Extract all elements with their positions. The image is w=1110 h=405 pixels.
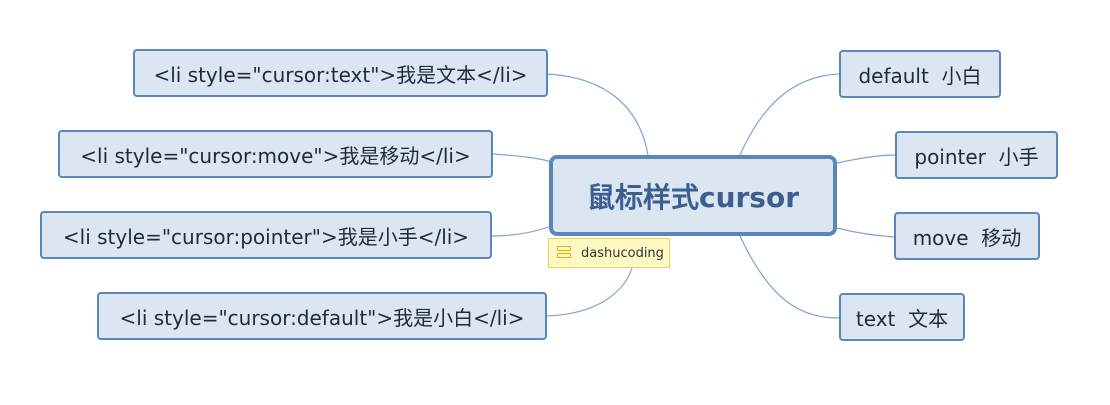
node-label: default 小白 [858,63,982,88]
node-cursor-pointer-li[interactable]: <li style="cursor:pointer">我是小手</li> [40,211,492,259]
link-right-3 [836,227,895,238]
note-badge[interactable]: dashucoding [548,238,670,268]
node-label: text 文本 [855,306,949,331]
node-default[interactable]: default 小白 [839,50,1001,98]
node-label: <li style="cursor:default">我是小白</li> [119,305,525,330]
link-right-2 [836,154,896,164]
node-cursor-text-li[interactable]: <li style="cursor:text">我是文本</li> [133,49,548,97]
root-topic[interactable]: 鼠标样式cursor [549,155,837,236]
note-label: dashucoding [581,245,664,261]
node-label: <li style="cursor:text">我是文本</li> [153,62,528,87]
node-cursor-default-li[interactable]: <li style="cursor:default">我是小白</li> [97,292,547,340]
node-cursor-move-li[interactable]: <li style="cursor:move">我是移动</li> [58,130,493,178]
link-left-2 [492,153,552,163]
note-icon [557,246,571,260]
node-label: <li style="cursor:pointer">我是小手</li> [62,224,470,249]
node-text[interactable]: text 文本 [839,293,965,341]
root-label: 鼠标样式cursor [586,180,800,214]
link-left-4 [546,267,633,317]
node-label: <li style="cursor:move">我是移动</li> [80,143,471,168]
link-right-4 [739,235,840,319]
node-label: pointer 小手 [914,144,1039,169]
node-label: move 移动 [912,225,1022,250]
node-move[interactable]: move 移动 [894,212,1040,260]
link-right-1 [739,73,840,156]
link-left-3 [491,225,552,237]
link-left-1 [547,73,649,156]
node-pointer[interactable]: pointer 小手 [895,131,1058,179]
